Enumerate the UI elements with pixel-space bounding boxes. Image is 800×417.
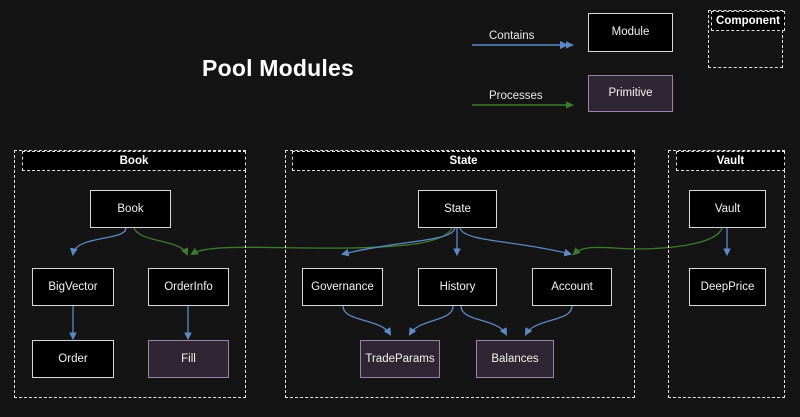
- component-book: [14, 150, 246, 398]
- node-bigvector: BigVector: [32, 268, 114, 306]
- node-book: Book: [90, 190, 171, 228]
- component-state-header: State: [292, 151, 635, 171]
- legend-node-primitive-label: Primitive: [608, 87, 653, 100]
- component-vault: [668, 150, 785, 398]
- legend-label-processes: Processes: [489, 90, 543, 102]
- node-account-label: Account: [551, 280, 593, 293]
- node-balances: Balances: [476, 340, 554, 378]
- node-order-label: Order: [58, 352, 88, 365]
- legend-arrow-contains: [472, 40, 574, 50]
- node-order: Order: [32, 340, 114, 378]
- node-state: State: [418, 190, 497, 228]
- component-book-label: Book: [119, 155, 149, 167]
- legend-component-label: Component: [716, 15, 780, 27]
- node-account: Account: [532, 268, 612, 306]
- node-fill-label: Fill: [181, 352, 196, 365]
- node-fill: Fill: [148, 340, 229, 378]
- node-history: History: [418, 268, 497, 306]
- node-deepprice: DeepPrice: [689, 268, 766, 306]
- node-history-label: History: [439, 280, 476, 293]
- component-state-label: State: [449, 155, 478, 167]
- node-vault-label: Vault: [714, 202, 741, 215]
- node-state-label: State: [444, 202, 471, 215]
- component-vault-header: Vault: [676, 151, 785, 171]
- node-orderinfo-label: OrderInfo: [164, 280, 213, 293]
- node-governance-label: Governance: [311, 280, 374, 293]
- legend-component-box: [708, 10, 783, 68]
- node-governance: Governance: [302, 268, 383, 306]
- node-bigvector-label: BigVector: [48, 280, 98, 293]
- component-book-header: Book: [22, 151, 246, 171]
- component-vault-label: Vault: [716, 155, 745, 167]
- legend-node-module-label: Module: [611, 26, 650, 39]
- node-vault: Vault: [689, 190, 766, 228]
- node-tradeparams-label: TradeParams: [365, 352, 435, 365]
- legend-label-contains: Contains: [489, 30, 535, 42]
- node-deepprice-label: DeepPrice: [700, 280, 755, 293]
- component-state: [285, 150, 635, 398]
- node-tradeparams: TradeParams: [360, 340, 440, 378]
- legend-arrow-processes: [472, 101, 574, 109]
- legend-node-primitive: Primitive: [588, 75, 673, 112]
- legend-node-module: Module: [588, 13, 673, 52]
- page-title: Pool Modules: [202, 55, 354, 81]
- node-book-label: Book: [117, 202, 144, 215]
- node-orderinfo: OrderInfo: [148, 268, 229, 306]
- legend-component-header: Component: [711, 11, 785, 31]
- node-balances-label: Balances: [491, 352, 539, 365]
